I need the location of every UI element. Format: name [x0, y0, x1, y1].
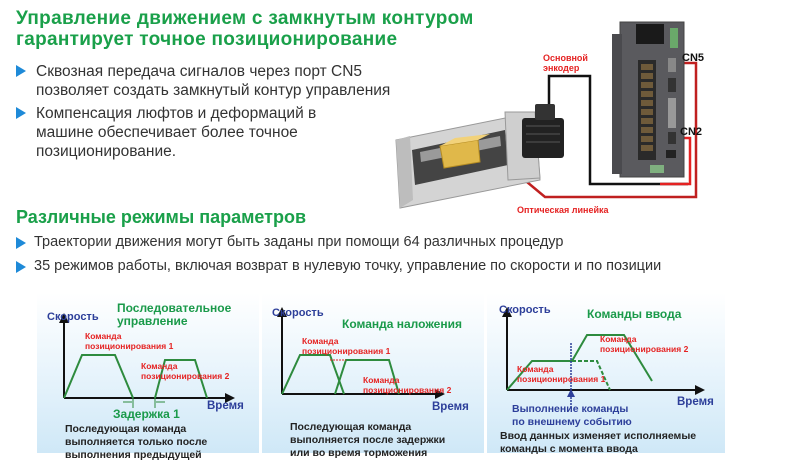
sequential-graph — [59, 313, 235, 408]
cmd-line: Команда — [141, 361, 178, 371]
bullet-arrow-icon — [16, 107, 26, 119]
hardware-diagram — [395, 21, 698, 209]
x-axis-arrow-icon — [695, 385, 705, 395]
scale-cable — [514, 61, 698, 199]
panel-title: Последовательное управление — [117, 302, 231, 328]
panel-sequential: Скорость Последовательное управление Ком… — [37, 293, 259, 461]
cmd-line: позиционирования 1 — [85, 341, 174, 351]
y-axis-arrow-icon — [277, 307, 287, 317]
overlap-graph — [277, 307, 445, 399]
encoder-label: Основной энкодер — [543, 53, 588, 73]
servo-drive-image — [612, 21, 685, 178]
cmd1-label: Команда позиционирования 1 — [85, 331, 173, 351]
servo-motor-image — [522, 104, 564, 158]
section2-title: Различные режимы параметров — [16, 207, 307, 227]
cmd1-label: Команда позиционирования 1 — [517, 364, 605, 384]
bullet-text: Траектории движения могут быть заданы пр… — [34, 234, 564, 250]
section1-title-line2: гарантирует точное позиционирование — [16, 29, 398, 50]
cmd-line: позиционирования 1 — [302, 346, 391, 356]
panel-title-line: Последовательное — [117, 301, 232, 315]
cmd-line: Команда — [517, 364, 554, 374]
cmd1-label: Команда позиционирования 1 — [302, 336, 390, 356]
bullet-text: позиционирование. — [36, 143, 177, 160]
port-cn2-label: CN2 — [680, 126, 703, 138]
profile-1 — [281, 354, 345, 395]
caption-line: Последующая команда — [290, 421, 412, 433]
cmd-line: позиционирования 1 — [517, 374, 606, 384]
panel-title: Команда наложения — [342, 317, 462, 331]
section1-title-line1: Управление движением с замкнутым контуро… — [16, 8, 474, 29]
cmd-line: позиционирования 2 — [141, 371, 230, 381]
panel-caption: Последующая команда выполняется только п… — [65, 423, 207, 462]
panel-title: Команды ввода — [587, 307, 682, 321]
cmd-line: Команда — [363, 375, 400, 385]
panel-overlap: Скорость Команда наложения Команда позиц… — [262, 293, 484, 459]
x-axis-arrow-icon — [225, 393, 235, 403]
cmd2-label: Команда позиционирования 2 — [141, 361, 229, 381]
bullet-arrow-icon — [16, 261, 26, 273]
profile-2 — [334, 359, 400, 395]
x-axis-label: Время — [207, 400, 244, 412]
y-axis-label: Скорость — [272, 307, 324, 319]
y-axis-arrow-icon — [59, 313, 69, 323]
event-label-line: по внешнему событию — [512, 416, 632, 428]
caption-line: команды с момента ввода — [500, 443, 638, 455]
caption-line: или во время торможения — [290, 447, 428, 459]
bullet-text: Компенсация люфтов и деформаций в — [36, 105, 317, 122]
caption-line: выполняется после задержки — [290, 434, 446, 446]
caption-line: выполняется только после — [65, 436, 208, 448]
profile-1 — [63, 354, 134, 399]
profile-2 — [154, 359, 208, 399]
cmd2-label: Команда позиционирования 2 — [363, 375, 451, 395]
cmd-line: позиционирования 2 — [363, 385, 452, 395]
event-label: Выполнение команды по внешнему событию — [512, 403, 632, 429]
cmd-line: Команда — [85, 331, 122, 341]
encoder-label-line: Основной — [543, 53, 588, 63]
caption-line: Ввод данных изменяет исполняемые — [500, 430, 697, 442]
caption-line: выполнения предыдущей — [65, 449, 202, 461]
input-graph — [502, 307, 705, 408]
panel-caption: Последующая команда выполняется после за… — [290, 421, 445, 460]
bullet-text: машине обеспечивает более точное — [36, 124, 298, 141]
encoder-cable — [547, 74, 688, 186]
y-axis-label: Скорость — [47, 311, 99, 323]
encoder-label-line: энкодер — [543, 63, 580, 73]
y-axis-arrow-icon — [502, 307, 512, 317]
event-arrow-icon — [567, 389, 575, 397]
bullet-text: Сквозная передача сигналов через порт CN… — [36, 63, 363, 80]
panel-title-line: управление — [117, 314, 188, 328]
cmd-line: позиционирования 2 — [600, 344, 689, 354]
profile-1 — [506, 360, 572, 391]
cmd-line: Команда — [600, 334, 637, 344]
linear-scale-label: Оптическая линейка — [517, 205, 609, 215]
x-axis-label: Время — [677, 396, 714, 408]
linear-stage-image — [395, 111, 541, 209]
cmd2-label: Команда позиционирования 2 — [600, 334, 688, 354]
bullet-text: 35 режимов работы, включая возврат в нул… — [34, 258, 662, 274]
bullet-arrow-icon — [16, 65, 26, 77]
cmd-line: Команда — [302, 336, 339, 346]
bullet-text: позволяет создать замкнутый контур управ… — [36, 82, 391, 99]
profile-2 — [571, 334, 653, 382]
caption-line: Последующая команда — [65, 423, 187, 435]
bullet-arrow-icon — [16, 237, 26, 249]
delay-label: Задержка 1 — [113, 407, 180, 421]
profile-1-cancelled — [572, 360, 611, 391]
x-axis-arrow-icon — [435, 389, 445, 399]
panel-caption: Ввод данных изменяет исполняемые команды… — [500, 430, 696, 456]
port-cn5-label: CN5 — [682, 52, 705, 64]
y-axis-label: Скорость — [499, 304, 551, 316]
panel-input-commands: Скорость Команды ввода Команда позициони… — [487, 293, 725, 456]
event-label-line: Выполнение команды — [512, 403, 629, 415]
section1-title: Управление движением с замкнутым контуро… — [16, 8, 474, 50]
x-axis-label: Время — [432, 401, 469, 413]
